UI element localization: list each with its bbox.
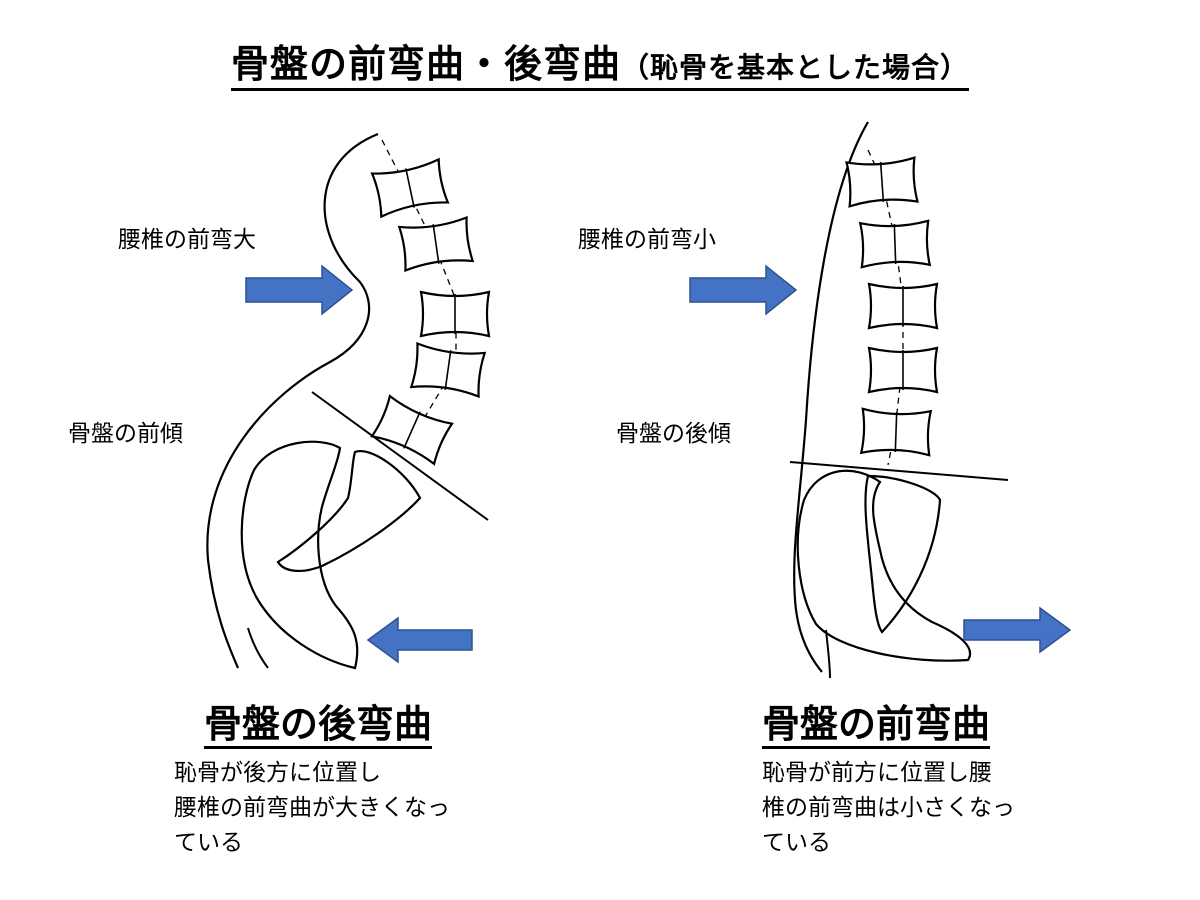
right-vertebra-2	[859, 219, 931, 269]
right-vertebra-4	[867, 346, 939, 394]
left-pelvis-label: 骨盤の前傾	[68, 421, 183, 447]
right-vertebra-3	[867, 282, 939, 330]
right-thigh-line	[825, 629, 831, 679]
right-vertebra-5	[860, 407, 932, 457]
left-description: 恥骨が後方に位置し 腰椎の前弯曲が大きくなっ ている	[174, 756, 450, 861]
left-vertebra-5	[370, 394, 454, 466]
arrow-left-lumbar	[245, 264, 354, 316]
right-description-line-3: ている	[762, 830, 831, 856]
left-pelvis-outline	[240, 440, 359, 670]
left-vertebra-1	[371, 158, 449, 218]
right-sacral-line	[789, 461, 1009, 481]
right-lumbar-label: 腰椎の前弯小	[578, 227, 716, 253]
right-pelvis-outline	[796, 469, 972, 662]
arrow-right-pubis	[963, 606, 1072, 654]
left-sacral-line	[311, 391, 489, 521]
left-lumbar-label: 腰椎の前弯大	[118, 227, 256, 253]
right-heading: 骨盤の前弯曲	[762, 702, 991, 749]
right-description-line-2: 椎の前弯曲は小さくなっ	[762, 795, 1015, 821]
title-sub: （恥骨を基本とした場合）	[621, 51, 970, 84]
left-description-line-1: 恥骨が後方に位置し	[174, 760, 381, 786]
arrow-left-pubis	[366, 616, 473, 664]
right-pelvis-label: 骨盤の後傾	[616, 421, 731, 447]
left-thigh-line	[247, 627, 269, 669]
right-description: 恥骨が前方に位置し腰 椎の前弯曲は小さくなっ ている	[762, 756, 1015, 861]
page-title: 骨盤の前弯曲・後弯曲（恥骨を基本とした場合）	[0, 42, 1200, 91]
arrow-right-lumbar	[689, 264, 798, 316]
left-description-line-3: ている	[174, 830, 243, 856]
left-heading: 骨盤の後弯曲	[204, 702, 433, 749]
title-main: 骨盤の前弯曲・後弯曲	[230, 42, 621, 86]
left-vertebra-3	[419, 290, 491, 338]
right-description-line-1: 恥骨が前方に位置し腰	[762, 760, 992, 786]
left-sacrum	[276, 449, 422, 572]
right-sacrum	[864, 474, 942, 634]
left-spine-figure	[206, 132, 491, 670]
left-vertebra-2	[398, 216, 474, 272]
left-vertebra-4	[410, 342, 486, 398]
right-back-contour	[793, 121, 869, 673]
left-description-line-2: 腰椎の前弯曲が大きくなっ	[174, 795, 450, 821]
right-vertebra-1	[845, 156, 919, 208]
left-back-contour	[206, 132, 379, 669]
right-spine-figure	[789, 121, 1009, 679]
